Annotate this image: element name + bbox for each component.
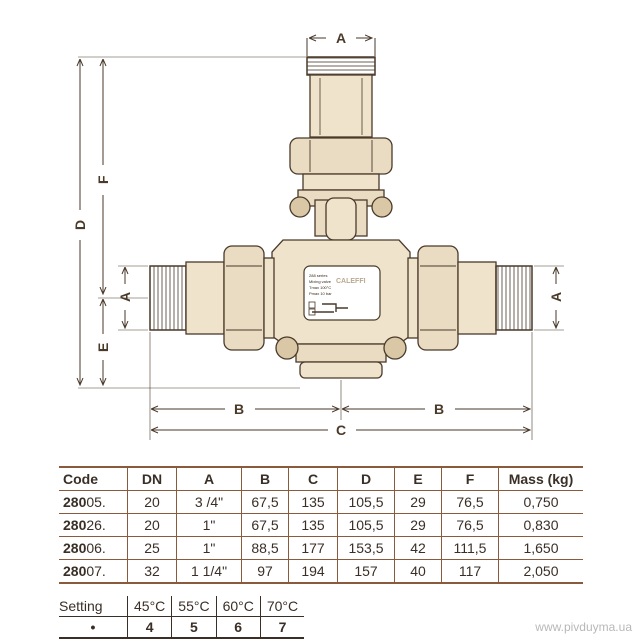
- dim-label-b-left: B: [234, 401, 244, 417]
- c-cell: 135: [288, 490, 338, 514]
- c-cell: 194: [288, 559, 338, 584]
- caleffi-logo: CALEFFI: [336, 278, 366, 285]
- upper-left-lug: [289, 196, 311, 218]
- upper-right-lug: [371, 196, 393, 218]
- setting-value: 7: [259, 616, 305, 639]
- header-b: B: [241, 466, 289, 491]
- d-cell: 153,5: [337, 536, 395, 560]
- setting-value: 4: [126, 616, 172, 639]
- valve-technical-drawing: 288 series Mixing valve Tmax 100°C Pmax …: [72, 30, 564, 440]
- top-union-nut: [289, 137, 393, 175]
- header-a: A: [176, 466, 242, 491]
- setting-temp: 70°C: [259, 596, 305, 617]
- code-cell: 28007.: [59, 559, 128, 584]
- dim-label-d: D: [72, 220, 88, 230]
- a-cell: 1 1/4": [176, 559, 242, 584]
- e-cell: 40: [394, 559, 442, 584]
- header-f: F: [441, 466, 499, 491]
- table-header-row: Code DN A B C D E F Mass (kg): [59, 466, 583, 491]
- d-cell: 157: [337, 559, 395, 584]
- svg-text:288 series: 288 series: [309, 273, 327, 278]
- b-cell: 97: [241, 559, 289, 584]
- setting-table: Setting 45°C 55°C 60°C 70°C • 4 5 6 7: [59, 596, 305, 639]
- b-cell: 67,5: [241, 490, 289, 514]
- left-union-nut: [223, 245, 265, 351]
- svg-text:Mixing valve: Mixing valve: [309, 279, 332, 284]
- dim-label-b-right: B: [434, 401, 444, 417]
- mass-cell: 1,650: [498, 536, 583, 560]
- table-row: 28006. 25 1" 88,5 177 153,5 42 111,5 1,6…: [59, 536, 583, 560]
- dn-cell: 25: [127, 536, 177, 560]
- dim-label-c: C: [336, 422, 346, 438]
- setting-temp: 60°C: [215, 596, 261, 617]
- d-cell: 105,5: [337, 513, 395, 537]
- top-thread: [306, 56, 376, 76]
- a-cell: 1": [176, 513, 242, 537]
- e-cell: 29: [394, 513, 442, 537]
- setting-label: Setting: [59, 596, 128, 617]
- header-code: Code: [59, 466, 128, 491]
- setting-temp-row: Setting 45°C 55°C 60°C 70°C: [59, 596, 305, 617]
- code-cell: 28026.: [59, 513, 128, 537]
- a-cell: 1": [176, 536, 242, 560]
- top-pipe: [309, 74, 373, 138]
- setting-temp: 55°C: [171, 596, 217, 617]
- dimensions-table: Code DN A B C D E F Mass (kg) 28005. 20 …: [59, 466, 583, 584]
- setting-value: 5: [171, 616, 217, 639]
- svg-text:Tmax 100°C: Tmax 100°C: [309, 285, 331, 290]
- c-cell: 135: [288, 513, 338, 537]
- nameplate: 288 series Mixing valve Tmax 100°C Pmax …: [303, 265, 381, 321]
- header-e: E: [394, 466, 442, 491]
- a-cell: 3 /4": [176, 490, 242, 514]
- dim-label-a-top: A: [336, 30, 346, 46]
- dn-cell: 32: [127, 559, 177, 584]
- f-cell: 76,5: [441, 490, 499, 514]
- right-thread: [495, 265, 533, 331]
- mass-cell: 2,050: [498, 559, 583, 584]
- header-c: C: [288, 466, 338, 491]
- lower-right-lug: [383, 336, 407, 360]
- dim-label-f: F: [95, 175, 111, 184]
- f-cell: 111,5: [441, 536, 499, 560]
- setting-value-row: • 4 5 6 7: [59, 616, 305, 639]
- setting-temp: 45°C: [126, 596, 172, 617]
- setting-value: 6: [215, 616, 261, 639]
- bottom-cap: [299, 361, 383, 379]
- dim-label-a-left: A: [117, 292, 133, 302]
- b-cell: 67,5: [241, 513, 289, 537]
- code-cell: 28006.: [59, 536, 128, 560]
- header-mass: Mass (kg): [498, 466, 583, 491]
- header-dn: DN: [127, 466, 177, 491]
- b-cell: 88,5: [241, 536, 289, 560]
- f-cell: 76,5: [441, 513, 499, 537]
- code-cell: 28005.: [59, 490, 128, 514]
- c-cell: 177: [288, 536, 338, 560]
- right-union-nut: [417, 245, 459, 351]
- dn-cell: 20: [127, 513, 177, 537]
- e-cell: 42: [394, 536, 442, 560]
- left-thread: [149, 265, 187, 331]
- header-d: D: [337, 466, 395, 491]
- watermark: www.pivduyma.ua: [535, 620, 632, 634]
- svg-text:Pmax 10 bar: Pmax 10 bar: [309, 291, 332, 296]
- table-row: 28005. 20 3 /4" 67,5 135 105,5 29 76,5 0…: [59, 490, 583, 514]
- f-cell: 117: [441, 559, 499, 584]
- mass-cell: 0,750: [498, 490, 583, 514]
- table-row: 28007. 32 1 1/4" 97 194 157 40 117 2,050: [59, 559, 583, 584]
- e-cell: 29: [394, 490, 442, 514]
- d-cell: 105,5: [337, 490, 395, 514]
- mass-cell: 0,830: [498, 513, 583, 537]
- setting-marker: •: [59, 616, 128, 639]
- lower-left-lug: [275, 336, 299, 360]
- dim-label-e: E: [95, 343, 111, 352]
- dn-cell: 20: [127, 490, 177, 514]
- table-row: 28026. 20 1" 67,5 135 105,5 29 76,5 0,83…: [59, 513, 583, 537]
- dim-label-a-right: A: [548, 292, 564, 302]
